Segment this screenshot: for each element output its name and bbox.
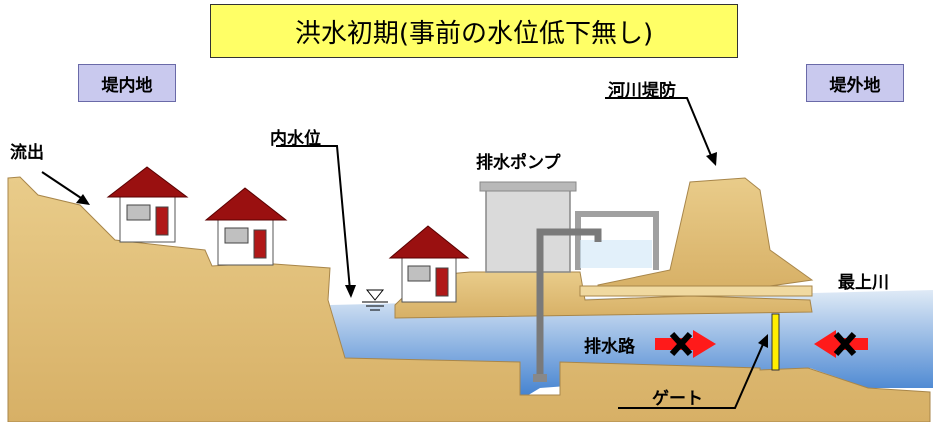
river-levee-label: 河川堤防 [608, 81, 676, 101]
house-3 [388, 225, 470, 303]
discharge-spray [580, 240, 652, 268]
drainage-channel-label: 排水路 [584, 337, 635, 357]
diagram-title: 洪水初期(事前の水位低下無し) [210, 4, 738, 58]
house-2 [204, 187, 288, 266]
discharge-frame [575, 211, 659, 270]
house-1 [106, 166, 189, 243]
blocked-flow-arrow-icon [814, 330, 868, 358]
pump-building-roof [479, 181, 577, 192]
mogami-river-label: 最上川 [838, 273, 889, 293]
inner-land-ground [7, 176, 931, 422]
inner-land-tag: 堤内地 [78, 64, 176, 102]
water-level-triangle-icon [362, 289, 388, 311]
outer-land-tag: 堤外地 [806, 64, 904, 102]
callout-lines [41, 97, 765, 409]
blocked-flow-arrow-icon [655, 330, 716, 358]
outflow-label: 流出 [10, 143, 44, 163]
drain-pipe [579, 285, 813, 297]
gate-label: ゲート [652, 389, 703, 409]
pump-pipe [536, 228, 602, 378]
pump-intake [533, 374, 547, 382]
inner-water-level-label: 内水位 [270, 129, 321, 149]
drain-pump-label: 排水ポンプ [476, 153, 561, 173]
river-levee [597, 177, 814, 291]
gate [771, 313, 780, 371]
callout-arrowheads [76, 152, 768, 348]
